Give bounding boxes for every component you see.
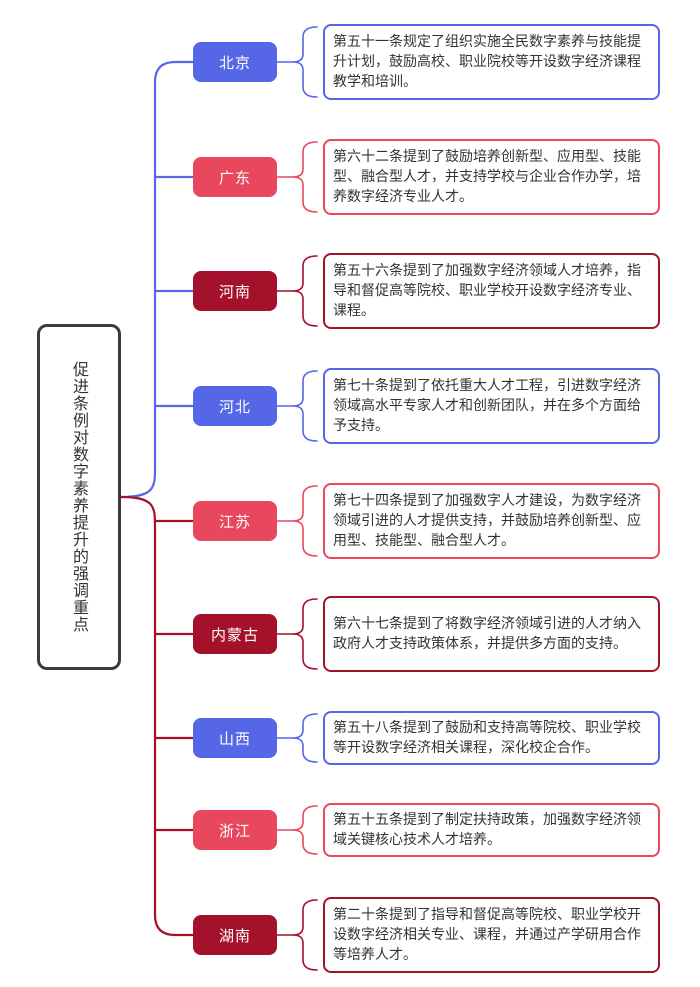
trunk-upper-line xyxy=(119,60,195,499)
bracket-line xyxy=(292,899,318,971)
region-label: 河南 xyxy=(218,282,251,301)
region-label: 江苏 xyxy=(218,512,251,531)
description-text: 第六十二条提到了鼓励培养创新型、应用型、技能型、融合型人才，并支持学校与企业合作… xyxy=(333,149,641,205)
description-box[interactable]: 第五十一条规定了组织实施全民数字素养与技能提升计划，鼓励高校、职业院校等开设数字… xyxy=(323,24,660,100)
bracket-line xyxy=(292,255,318,327)
region-node[interactable]: 广东 xyxy=(193,157,277,197)
description-box[interactable]: 第二十条提到了指导和督促高等院校、职业学校开设数字经济相关专业、课程，并通过产学… xyxy=(323,897,660,973)
bracket-line xyxy=(292,141,318,213)
description-text: 第二十条提到了指导和督促高等院校、职业学校开设数字经济相关专业、课程，并通过产学… xyxy=(333,907,641,963)
description-text: 第五十六条提到了加强数字经济领域人才培养，指导和督促高等院校、职业学校开设数字经… xyxy=(333,263,641,319)
bracket-line xyxy=(292,26,318,98)
root-topic-label: 促进条例对数字素养提升的强调重点 xyxy=(70,361,89,633)
description-text: 第七十四条提到了加强数字人才建设，为数字经济领域引进的人才提供支持，并鼓励培养创… xyxy=(333,493,641,549)
bracket-line xyxy=(292,713,318,763)
root-topic[interactable]: 促进条例对数字素养提升的强调重点 xyxy=(37,324,121,670)
description-text: 第五十八条提到了鼓励和支持高等院校、职业学校等开设数字经济相关课程，深化校企合作… xyxy=(333,720,641,756)
bracket-line xyxy=(292,485,318,557)
description-box[interactable]: 第七十条提到了依托重大人才工程，引进数字经济领域高水平专家人才和创新团队，并在多… xyxy=(323,368,660,444)
region-label: 内蒙古 xyxy=(210,625,259,644)
description-text: 第五十五条提到了制定扶持政策，加强数字经济领域关键核心技术人才培养。 xyxy=(333,812,641,848)
bracket-line xyxy=(292,598,318,670)
description-box[interactable]: 第六十二条提到了鼓励培养创新型、应用型、技能型、融合型人才，并支持学校与企业合作… xyxy=(323,139,660,215)
region-node[interactable]: 北京 xyxy=(193,42,277,82)
bracket-line xyxy=(292,805,318,855)
region-node[interactable]: 内蒙古 xyxy=(193,614,277,654)
bracket-line xyxy=(292,370,318,442)
trunk-lower-line xyxy=(119,495,195,937)
region-node[interactable]: 河北 xyxy=(193,386,277,426)
region-node[interactable]: 河南 xyxy=(193,271,277,311)
region-node[interactable]: 山西 xyxy=(193,718,277,758)
description-box[interactable]: 第五十五条提到了制定扶持政策，加强数字经济领域关键核心技术人才培养。 xyxy=(323,803,660,857)
region-label: 北京 xyxy=(218,53,251,72)
region-node[interactable]: 浙江 xyxy=(193,810,277,850)
region-label: 湖南 xyxy=(218,926,251,945)
description-box[interactable]: 第六十七条提到了将数字经济领域引进的人才纳入政府人才支持政策体系，并提供多方面的… xyxy=(323,596,660,672)
region-node[interactable]: 湖南 xyxy=(193,915,277,955)
region-label: 广东 xyxy=(218,168,251,187)
region-label: 河北 xyxy=(218,397,251,416)
description-box[interactable]: 第七十四条提到了加强数字人才建设，为数字经济领域引进的人才提供支持，并鼓励培养创… xyxy=(323,483,660,559)
description-text: 第六十七条提到了将数字经济领域引进的人才纳入政府人才支持政策体系，并提供多方面的… xyxy=(333,616,641,652)
description-text: 第五十一条规定了组织实施全民数字素养与技能提升计划，鼓励高校、职业院校等开设数字… xyxy=(333,34,641,90)
region-label: 浙江 xyxy=(218,821,251,840)
region-node[interactable]: 江苏 xyxy=(193,501,277,541)
description-text: 第七十条提到了依托重大人才工程，引进数字经济领域高水平专家人才和创新团队，并在多… xyxy=(333,378,641,434)
region-label: 山西 xyxy=(218,729,251,748)
description-box[interactable]: 第五十八条提到了鼓励和支持高等院校、职业学校等开设数字经济相关课程，深化校企合作… xyxy=(323,711,660,765)
description-box[interactable]: 第五十六条提到了加强数字经济领域人才培养，指导和督促高等院校、职业学校开设数字经… xyxy=(323,253,660,329)
